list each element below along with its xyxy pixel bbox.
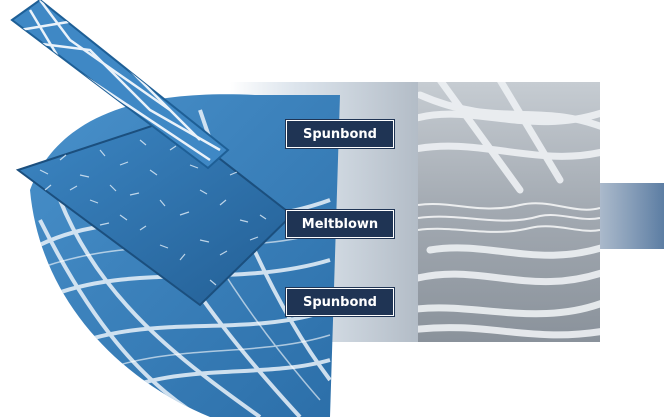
spunbond-bottom-label: Spunbond [286,288,394,316]
meltblown-label: Meltblown [286,210,394,238]
spunbond-top-label: Spunbond [286,120,394,148]
micrograph-panel [410,80,610,342]
